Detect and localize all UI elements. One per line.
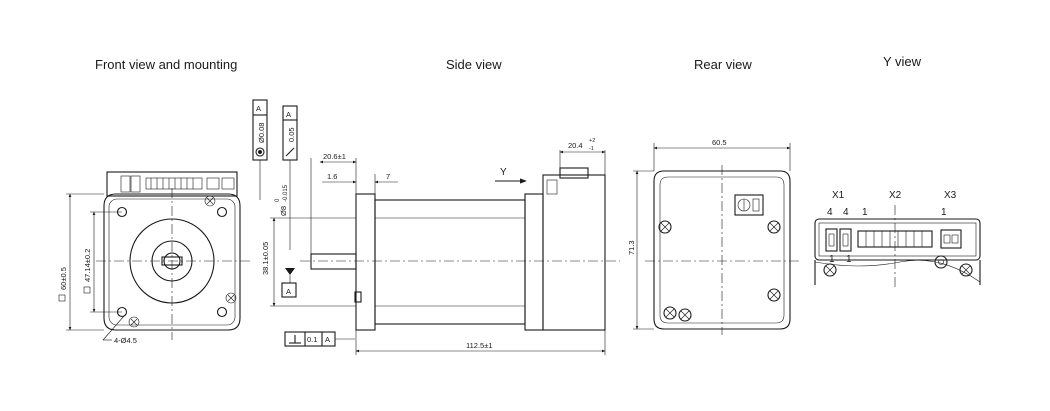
shaft-length-dim: 20.6±1 (323, 152, 346, 161)
y-view-title: Y view (883, 54, 922, 69)
y-view (814, 205, 981, 290)
square-symbol-icon-2 (83, 286, 91, 294)
concentricity-datum: A (256, 104, 261, 113)
shaft-tol-upper: 0 (275, 198, 281, 202)
front-view-title: Front view and mounting (95, 57, 238, 72)
rear-height-dim: 71.3 (627, 240, 636, 255)
x3-pin-label: 1 (941, 207, 947, 218)
x3-label: X3 (944, 190, 957, 201)
side-flange (355, 193, 376, 331)
x1-pin-b-label: 4 (843, 207, 849, 218)
runout-value: 0.05 (287, 127, 296, 142)
hole-square-dim: 47.14±0.2 (83, 249, 92, 282)
front-view (66, 171, 250, 341)
x1-pin-a-label: 4 (827, 207, 833, 218)
perpendicularity-datum: A (325, 335, 330, 344)
perpendicularity-value: 0.1 (307, 335, 317, 344)
runout-datum: A (286, 110, 291, 119)
x2-label: X2 (889, 190, 902, 201)
concentricity-value: Ø0.08 (257, 123, 266, 143)
rear-tol-lower: -1 (589, 146, 594, 152)
rear-tol-upper: +2 (589, 138, 595, 144)
bottom-pin-b-label: 1 (846, 254, 852, 265)
bottom-pin-a-label: 1 (829, 254, 835, 265)
side-view (252, 99, 620, 355)
side-body (374, 199, 526, 325)
x1-label: X1 (832, 190, 845, 201)
square-symbol-icon (58, 294, 66, 302)
holes-dim: 4-Ø4.5 (114, 336, 137, 345)
rear-extension-dim: 20.4 (568, 141, 583, 150)
datum-a-box: A (286, 287, 291, 296)
side-driver-housing (542, 174, 606, 331)
total-length-dim: 112.5±1 (466, 341, 493, 350)
outer-square-dim: 60±0.5 (59, 267, 68, 290)
side-shaft (310, 253, 357, 270)
pilot-dia-dim: 38.1±0.05 (261, 242, 270, 275)
y-arrow-label: Y (500, 167, 507, 178)
x2-pin-label: 1 (862, 207, 868, 218)
rear-view (633, 143, 800, 335)
shaft-dia-dim: Ø8 (279, 206, 288, 216)
shaft-tol-lower: -0.015 (283, 184, 289, 202)
side-view-title: Side view (446, 57, 502, 72)
shaft-step-dim: 7 (386, 172, 390, 181)
y-view-housing (814, 218, 981, 261)
flange-thick-dim: 1.6 (327, 172, 337, 181)
rear-width-dim: 60.5 (712, 138, 727, 147)
rear-view-title: Rear view (694, 57, 752, 72)
mounting-holes (116, 195, 237, 328)
front-motor-body (103, 193, 241, 331)
rear-body (653, 170, 791, 330)
